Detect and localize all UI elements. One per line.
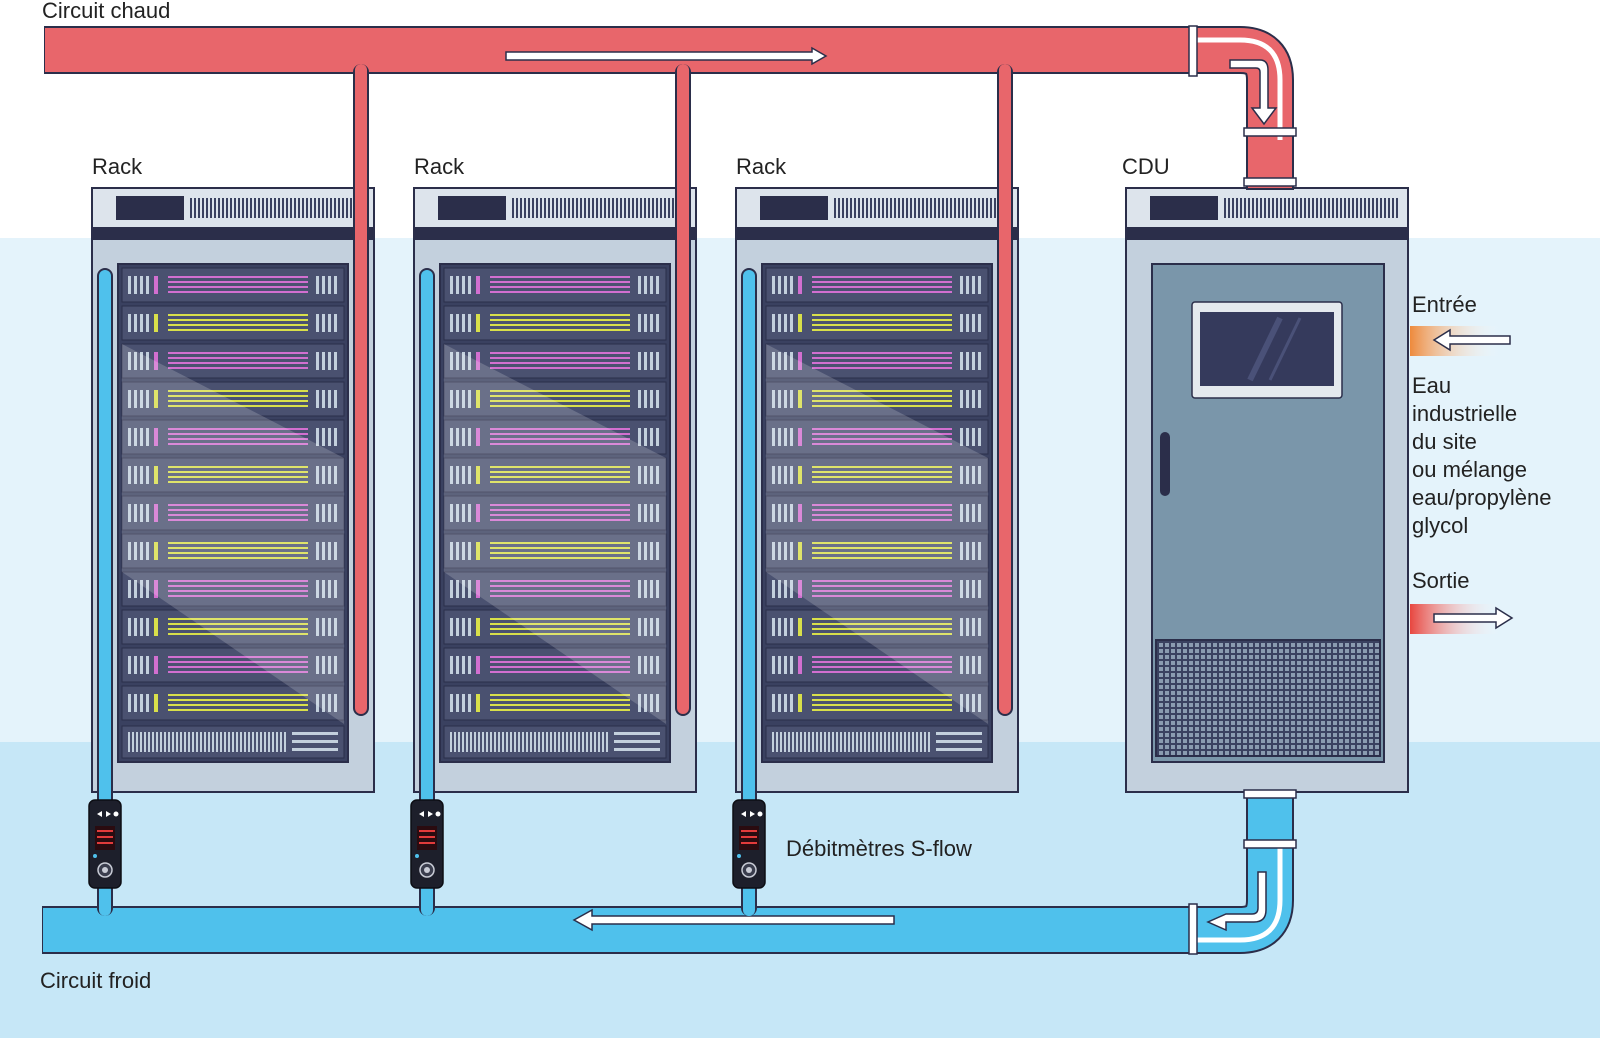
server-unit (765, 533, 989, 569)
server-unit (443, 457, 667, 493)
rack-label: Rack (92, 154, 143, 179)
hot-flow-arrow-icon (505, 46, 828, 66)
server-unit (121, 609, 345, 645)
fluid-line: eau/propylène (1412, 485, 1552, 510)
rack-display (116, 196, 184, 220)
fluid-line: Eau (1412, 373, 1452, 398)
cdu-grille (1155, 639, 1381, 757)
hot-pipe-highlight (1196, 37, 1283, 140)
fluid-line: du site (1412, 429, 1477, 454)
flowmeters-label: Débitmètres S-flow (786, 836, 972, 861)
server-unit (765, 381, 989, 417)
server-unit (121, 571, 345, 607)
glass-reflection (122, 344, 344, 724)
pipe-flange (1243, 839, 1297, 849)
inlet-label: Entrée (1412, 292, 1477, 317)
server-unit (443, 381, 667, 417)
server-rack (91, 187, 375, 793)
server-unit (121, 305, 345, 341)
server-unit (121, 343, 345, 379)
server-unit (121, 457, 345, 493)
cdu-handle (1160, 432, 1170, 496)
server-unit (121, 381, 345, 417)
server-unit (121, 685, 345, 721)
cold-flow-arrow-icon (572, 908, 895, 932)
pipe-flange (1243, 177, 1297, 187)
rack-vent (834, 198, 1008, 218)
fluid-line: industrielle (1412, 401, 1518, 426)
server-unit (765, 305, 989, 341)
rack-vent (512, 198, 686, 218)
cold-circuit-label: Circuit froid (40, 968, 152, 993)
cold-pipe (43, 796, 1292, 952)
server-unit (443, 267, 667, 303)
rack-band (92, 228, 374, 240)
server-unit (443, 647, 667, 683)
inlet-arrow-icon (1410, 326, 1511, 356)
server-unit (121, 647, 345, 683)
glass-reflection (766, 344, 988, 724)
server-unit (765, 267, 989, 303)
server-unit (443, 495, 667, 531)
flowmeter-icon (732, 799, 766, 889)
server-unit (765, 647, 989, 683)
server-unit (765, 685, 989, 721)
server-unit (121, 495, 345, 531)
rack-display (760, 196, 828, 220)
server-unit (765, 457, 989, 493)
server-unit (765, 609, 989, 645)
hot-circuit-label: Circuit chaud (42, 0, 171, 23)
fluid-description: Eau industrielle du site ou mélange eau/… (1412, 372, 1600, 540)
outlet-label: Sortie (1412, 568, 1470, 593)
rack-band (736, 228, 1018, 240)
server-unit (121, 533, 345, 569)
server-unit (121, 267, 345, 303)
server-unit (443, 571, 667, 607)
flowmeter-group (88, 799, 766, 889)
server-unit (443, 609, 667, 645)
server-rack (413, 187, 697, 793)
rack-label: Rack (414, 154, 465, 179)
flowmeter-icon (88, 799, 122, 889)
rack-group (91, 187, 1019, 793)
server-rack (735, 187, 1019, 793)
server-unit (443, 685, 667, 721)
glass-reflection (444, 344, 666, 724)
server-unit (443, 343, 667, 379)
pipe-flange (1188, 903, 1198, 955)
rack-display (438, 196, 506, 220)
server-unit (443, 419, 667, 455)
server-unit (765, 495, 989, 531)
pipe-flange (1243, 789, 1297, 799)
pipe-flange (1188, 25, 1198, 77)
pipe-flange (1243, 127, 1297, 137)
server-unit (443, 533, 667, 569)
cdu-cabinet (1125, 187, 1409, 793)
cold-pipe-highlight (1196, 840, 1283, 943)
server-unit (765, 419, 989, 455)
rack-label: Rack (736, 154, 787, 179)
server-unit (765, 571, 989, 607)
server-unit (443, 305, 667, 341)
rack-band (414, 228, 696, 240)
fluid-line: ou mélange (1412, 457, 1527, 482)
cold-elbow-arrow-icon (1206, 871, 1267, 932)
hot-elbow-arrow-icon (1229, 59, 1278, 126)
server-unit (765, 343, 989, 379)
cdu-label: CDU (1122, 154, 1170, 179)
server-unit (121, 419, 345, 455)
outlet-arrow-icon (1410, 604, 1514, 634)
fluid-line: glycol (1412, 513, 1469, 538)
hot-pipe (45, 28, 1292, 188)
flowmeter-icon (410, 799, 444, 889)
